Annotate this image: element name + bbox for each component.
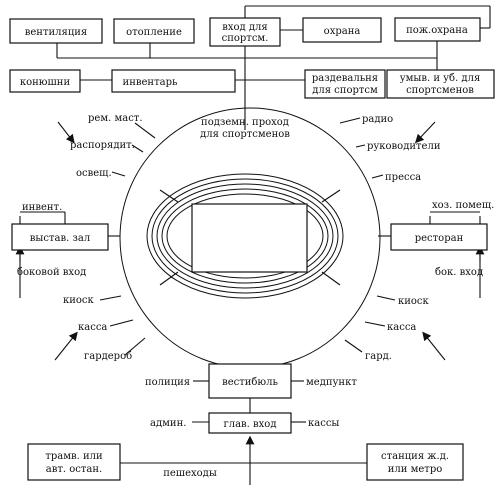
locker-room-box	[304, 69, 386, 99]
tunnel-label-1: подземн. проход	[201, 117, 289, 128]
athletes-entrance-box	[209, 17, 281, 47]
locker-room-label-1: раздевальня	[312, 73, 378, 84]
athletes-entrance-label-2: спортсм.	[222, 33, 269, 44]
restaurant-label: ресторан	[415, 233, 464, 244]
washroom-label-1: умыв. и уб. для	[400, 73, 481, 84]
left-cloakroom-label: гардероб	[84, 351, 132, 362]
exhibition-hall-label: выстав. зал	[30, 233, 90, 244]
radio-label: радио	[362, 114, 393, 125]
stadium-rings	[119, 107, 381, 369]
fire-security-box	[394, 17, 481, 42]
fire-security-label: пож.охрана	[406, 25, 468, 36]
station-box	[366, 443, 464, 481]
press-label: пресса	[385, 172, 421, 183]
leaders-label: руководители	[367, 141, 441, 152]
tram-stop-box	[27, 443, 121, 481]
left-kiosk-label: киоск	[63, 295, 95, 306]
vestibule-label: вестибюль	[222, 377, 278, 388]
left-inventory-label: инвент.	[22, 202, 62, 213]
stables-label: конюшни	[20, 77, 71, 88]
stables-box	[9, 69, 81, 93]
station-label-1: станция ж.д.	[381, 451, 449, 462]
right-cloakroom-label: гард.	[365, 351, 392, 362]
locker-room-label-2: для спортсм	[312, 85, 378, 96]
heating-box	[113, 18, 195, 44]
manager-label: распорядит.	[70, 140, 135, 151]
right-ticket-office-label: касса	[387, 322, 416, 333]
right-kiosk-label: киоск	[398, 296, 430, 307]
first-aid-label: медпункт	[306, 377, 357, 388]
labels: вентиляция отопление вход для спортсм. о…	[17, 22, 494, 479]
police-label: полиция	[145, 377, 190, 388]
security-label: охрана	[324, 26, 361, 37]
lighting-label: освещ.	[76, 168, 112, 179]
station-label-2: или метро	[388, 464, 443, 475]
tram-stop-label-1: трамв. или	[45, 451, 103, 462]
washroom-box	[386, 69, 495, 99]
repair-shop-label: рем. маст.	[88, 113, 143, 124]
top-connectors	[56, 5, 491, 130]
ticket-offices-label: кассы	[308, 418, 339, 429]
utility-room-label: хоз. помещ.	[432, 200, 494, 211]
athletes-entrance-label-1: вход для	[222, 22, 267, 33]
boxes	[9, 17, 495, 481]
inventory-box	[111, 69, 236, 93]
washroom-label-2: спортсменов	[406, 85, 474, 96]
tunnel-label-2: для спортсменов	[200, 129, 290, 140]
ventilation-label: вентиляция	[25, 27, 87, 38]
administration-label: админ.	[150, 418, 186, 429]
pedestrians-label: пешеходы	[163, 468, 217, 479]
inventory-label: инвентарь	[123, 77, 178, 88]
main-entrance-label: глав. вход	[224, 419, 277, 430]
exhibition-hall-box	[11, 223, 109, 251]
right-side-entrance-label: бок. вход	[435, 267, 483, 278]
main-entrance-box	[208, 412, 292, 434]
tram-stop-label-2: авт. остан.	[46, 464, 102, 475]
restaurant-box	[390, 223, 488, 251]
heating-label: отопление	[126, 27, 182, 38]
vestibule-box	[208, 363, 292, 399]
ventilation-box	[9, 18, 103, 44]
left-ticket-office-label: касса	[78, 322, 107, 333]
security-box	[302, 17, 382, 43]
left-side-entrance-label: боковой вход	[17, 267, 86, 278]
playing-field	[191, 203, 308, 273]
